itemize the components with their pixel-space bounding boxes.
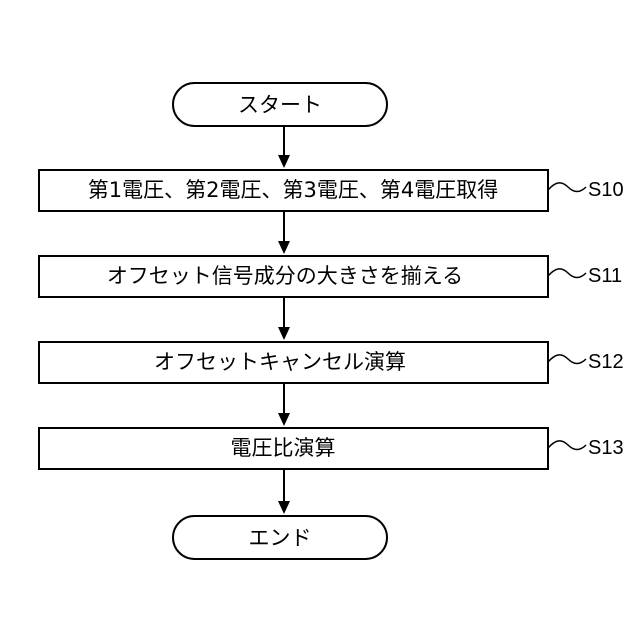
step-id-s11: S11 (588, 265, 622, 287)
arrowhead (278, 155, 290, 168)
end-terminal-label: エンド (249, 526, 312, 550)
process-label-s12: オフセットキャンセル演算 (154, 350, 406, 374)
arrowhead (278, 327, 290, 340)
step-id-s10: S10 (588, 179, 624, 201)
start-terminal: スタート (173, 83, 387, 126)
connector-s13-end (278, 469, 290, 514)
step-id-s12: S12 (588, 351, 624, 373)
connector-s11-s12 (278, 297, 290, 340)
arrowhead (278, 413, 290, 426)
process-step-s10: 第1電圧、第2電圧、第3電圧、第4電圧取得 S10 (39, 170, 624, 211)
end-terminal: エンド (173, 516, 387, 559)
process-label-s13: 電圧比演算 (231, 436, 336, 460)
step-leader-s13 (548, 441, 586, 450)
process-label-s10: 第1電圧、第2電圧、第3電圧、第4電圧取得 (88, 178, 498, 202)
start-terminal-label: スタート (238, 93, 322, 117)
connector-start-s10 (278, 126, 290, 168)
process-label-s11: オフセット信号成分の大きさを揃える (107, 264, 463, 288)
step-leader-s12 (548, 355, 586, 364)
step-leader-s10 (548, 183, 586, 192)
process-step-s12: オフセットキャンセル演算 S12 (39, 342, 624, 383)
process-step-s13: 電圧比演算 S13 (39, 428, 624, 469)
step-id-s13: S13 (588, 437, 624, 459)
arrowhead (278, 241, 290, 254)
arrowhead (278, 501, 290, 514)
process-step-s11: オフセット信号成分の大きさを揃える S11 (39, 256, 622, 297)
step-leader-s11 (548, 269, 586, 278)
connector-s10-s11 (278, 211, 290, 254)
connector-s12-s13 (278, 383, 290, 426)
